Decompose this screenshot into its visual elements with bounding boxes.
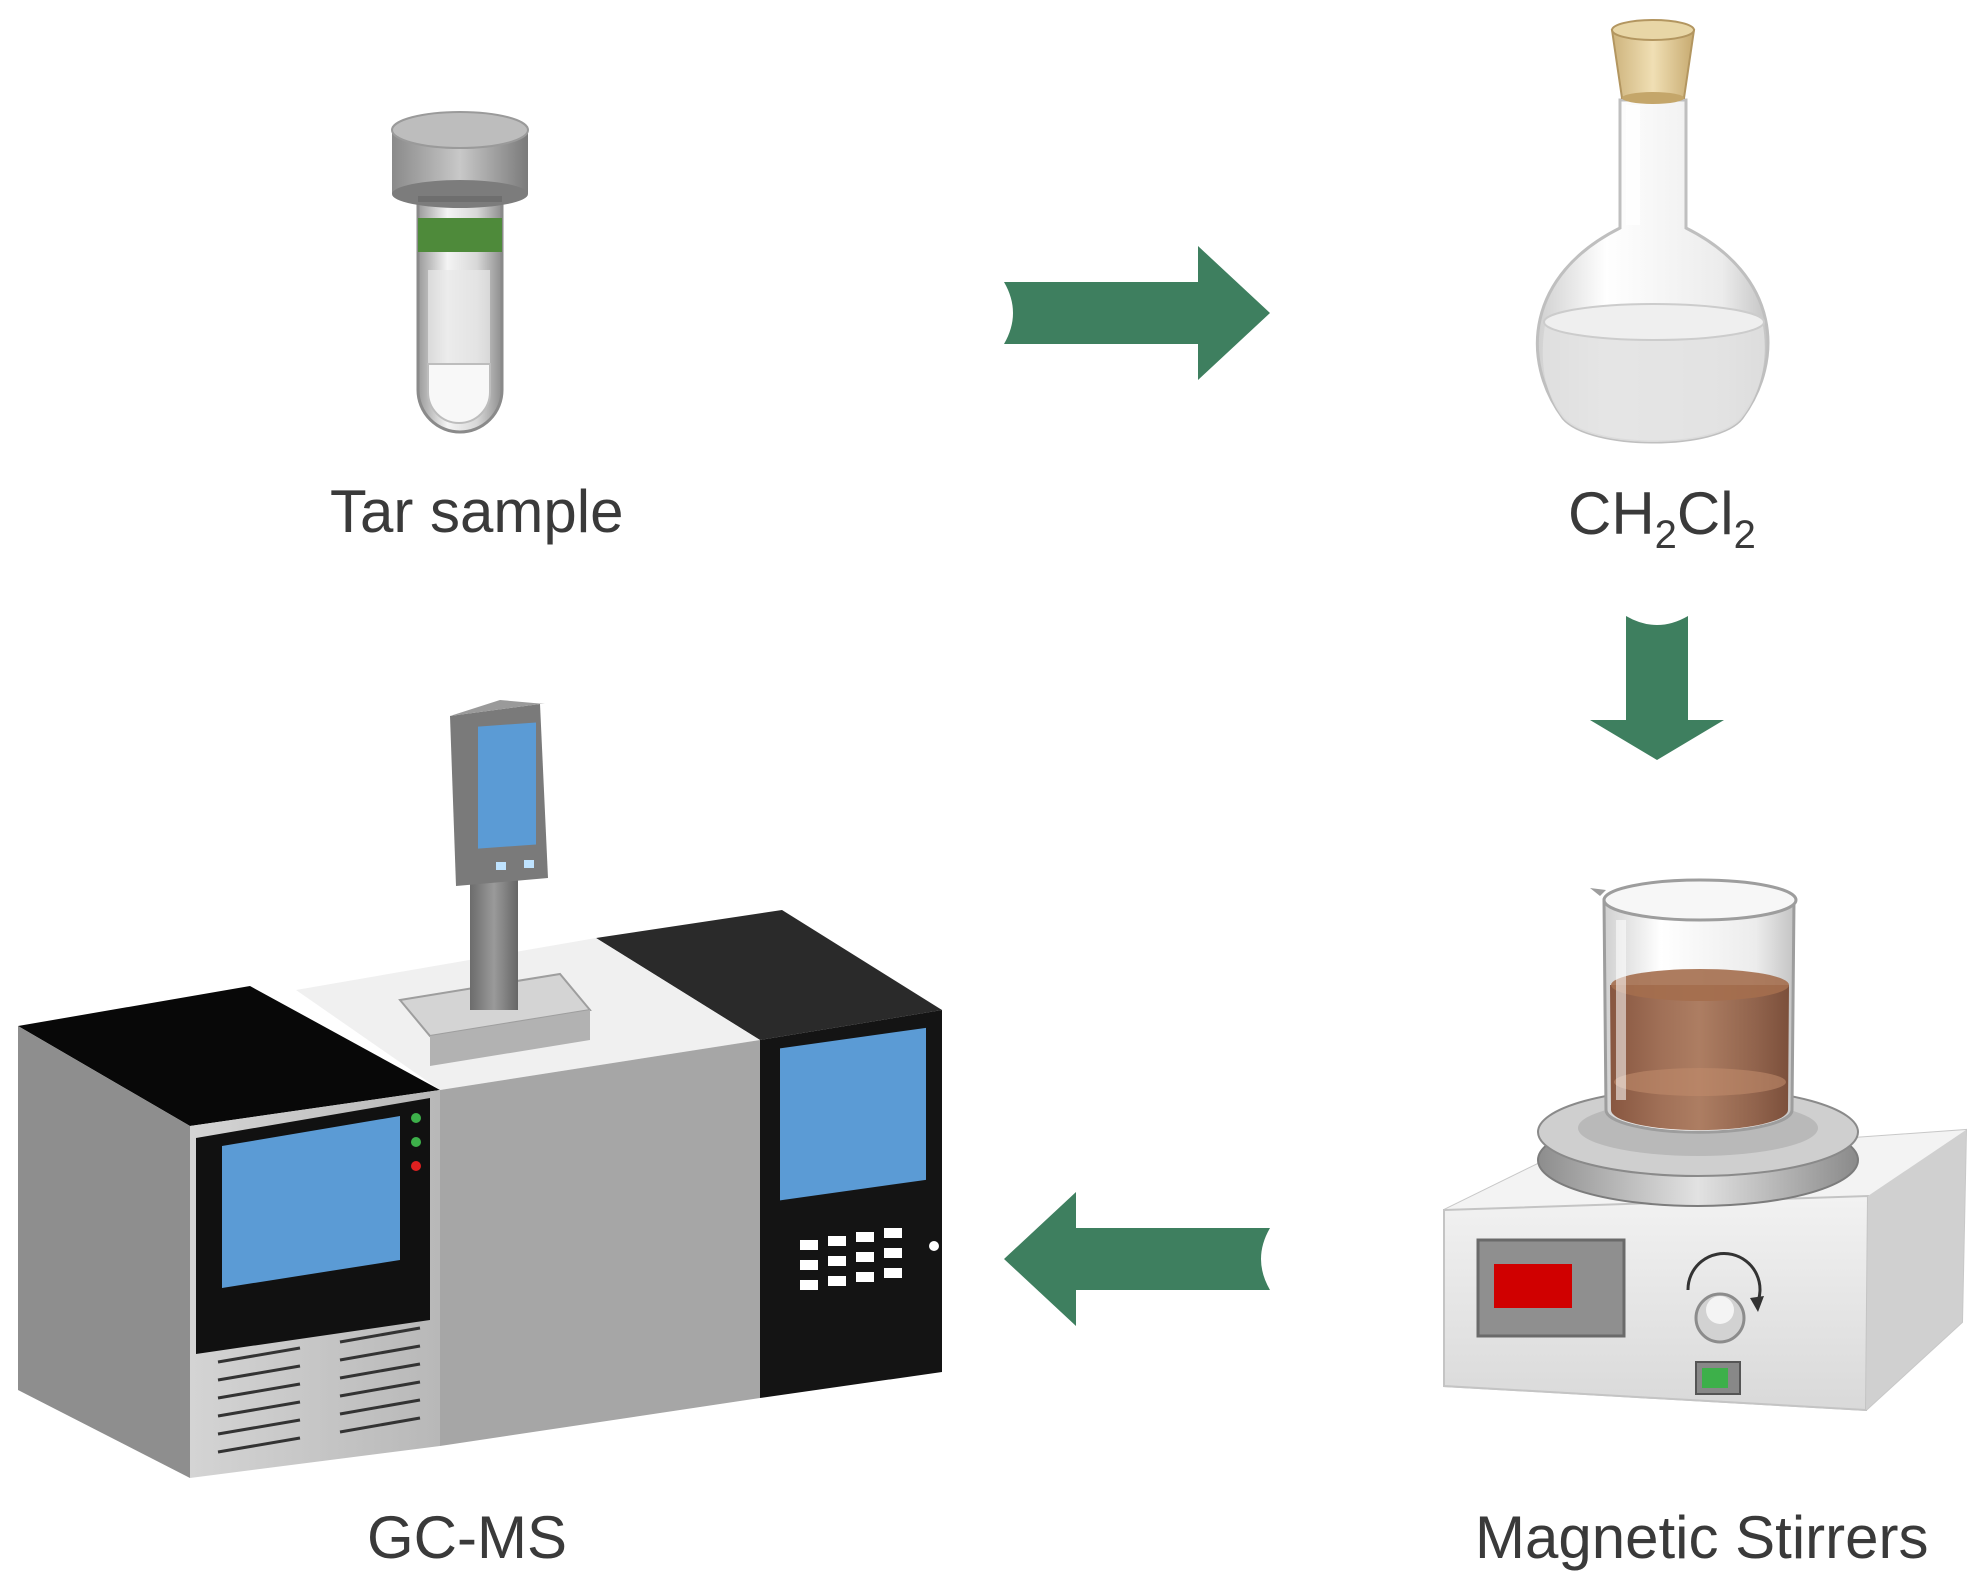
arrow-right-icon	[1004, 246, 1270, 380]
ch2cl2-sub1: 2	[1654, 513, 1677, 557]
arrow-down-icon	[1590, 616, 1724, 760]
ch2cl2-label: CH2Cl2	[1568, 484, 1756, 556]
gc-ms-instrument-icon	[18, 700, 942, 1478]
vent-grille	[217, 1326, 421, 1454]
ch2cl2-part2: Cl	[1676, 480, 1734, 547]
keypad	[800, 1228, 902, 1290]
magnetic-stirrers-label: Magnetic Stirrers	[1475, 1504, 1929, 1571]
gc-ms-label: GC-MS	[367, 1504, 567, 1571]
beaker-stirrer-icon	[1443, 878, 1968, 1412]
ch2cl2-sub2: 2	[1733, 513, 1756, 557]
flask-icon	[1535, 19, 1770, 444]
vial-icon	[391, 111, 529, 434]
ch2cl2-part1: CH	[1568, 480, 1655, 547]
arrow-left-icon	[1004, 1192, 1270, 1326]
tar-sample-label: Tar sample	[330, 478, 624, 545]
